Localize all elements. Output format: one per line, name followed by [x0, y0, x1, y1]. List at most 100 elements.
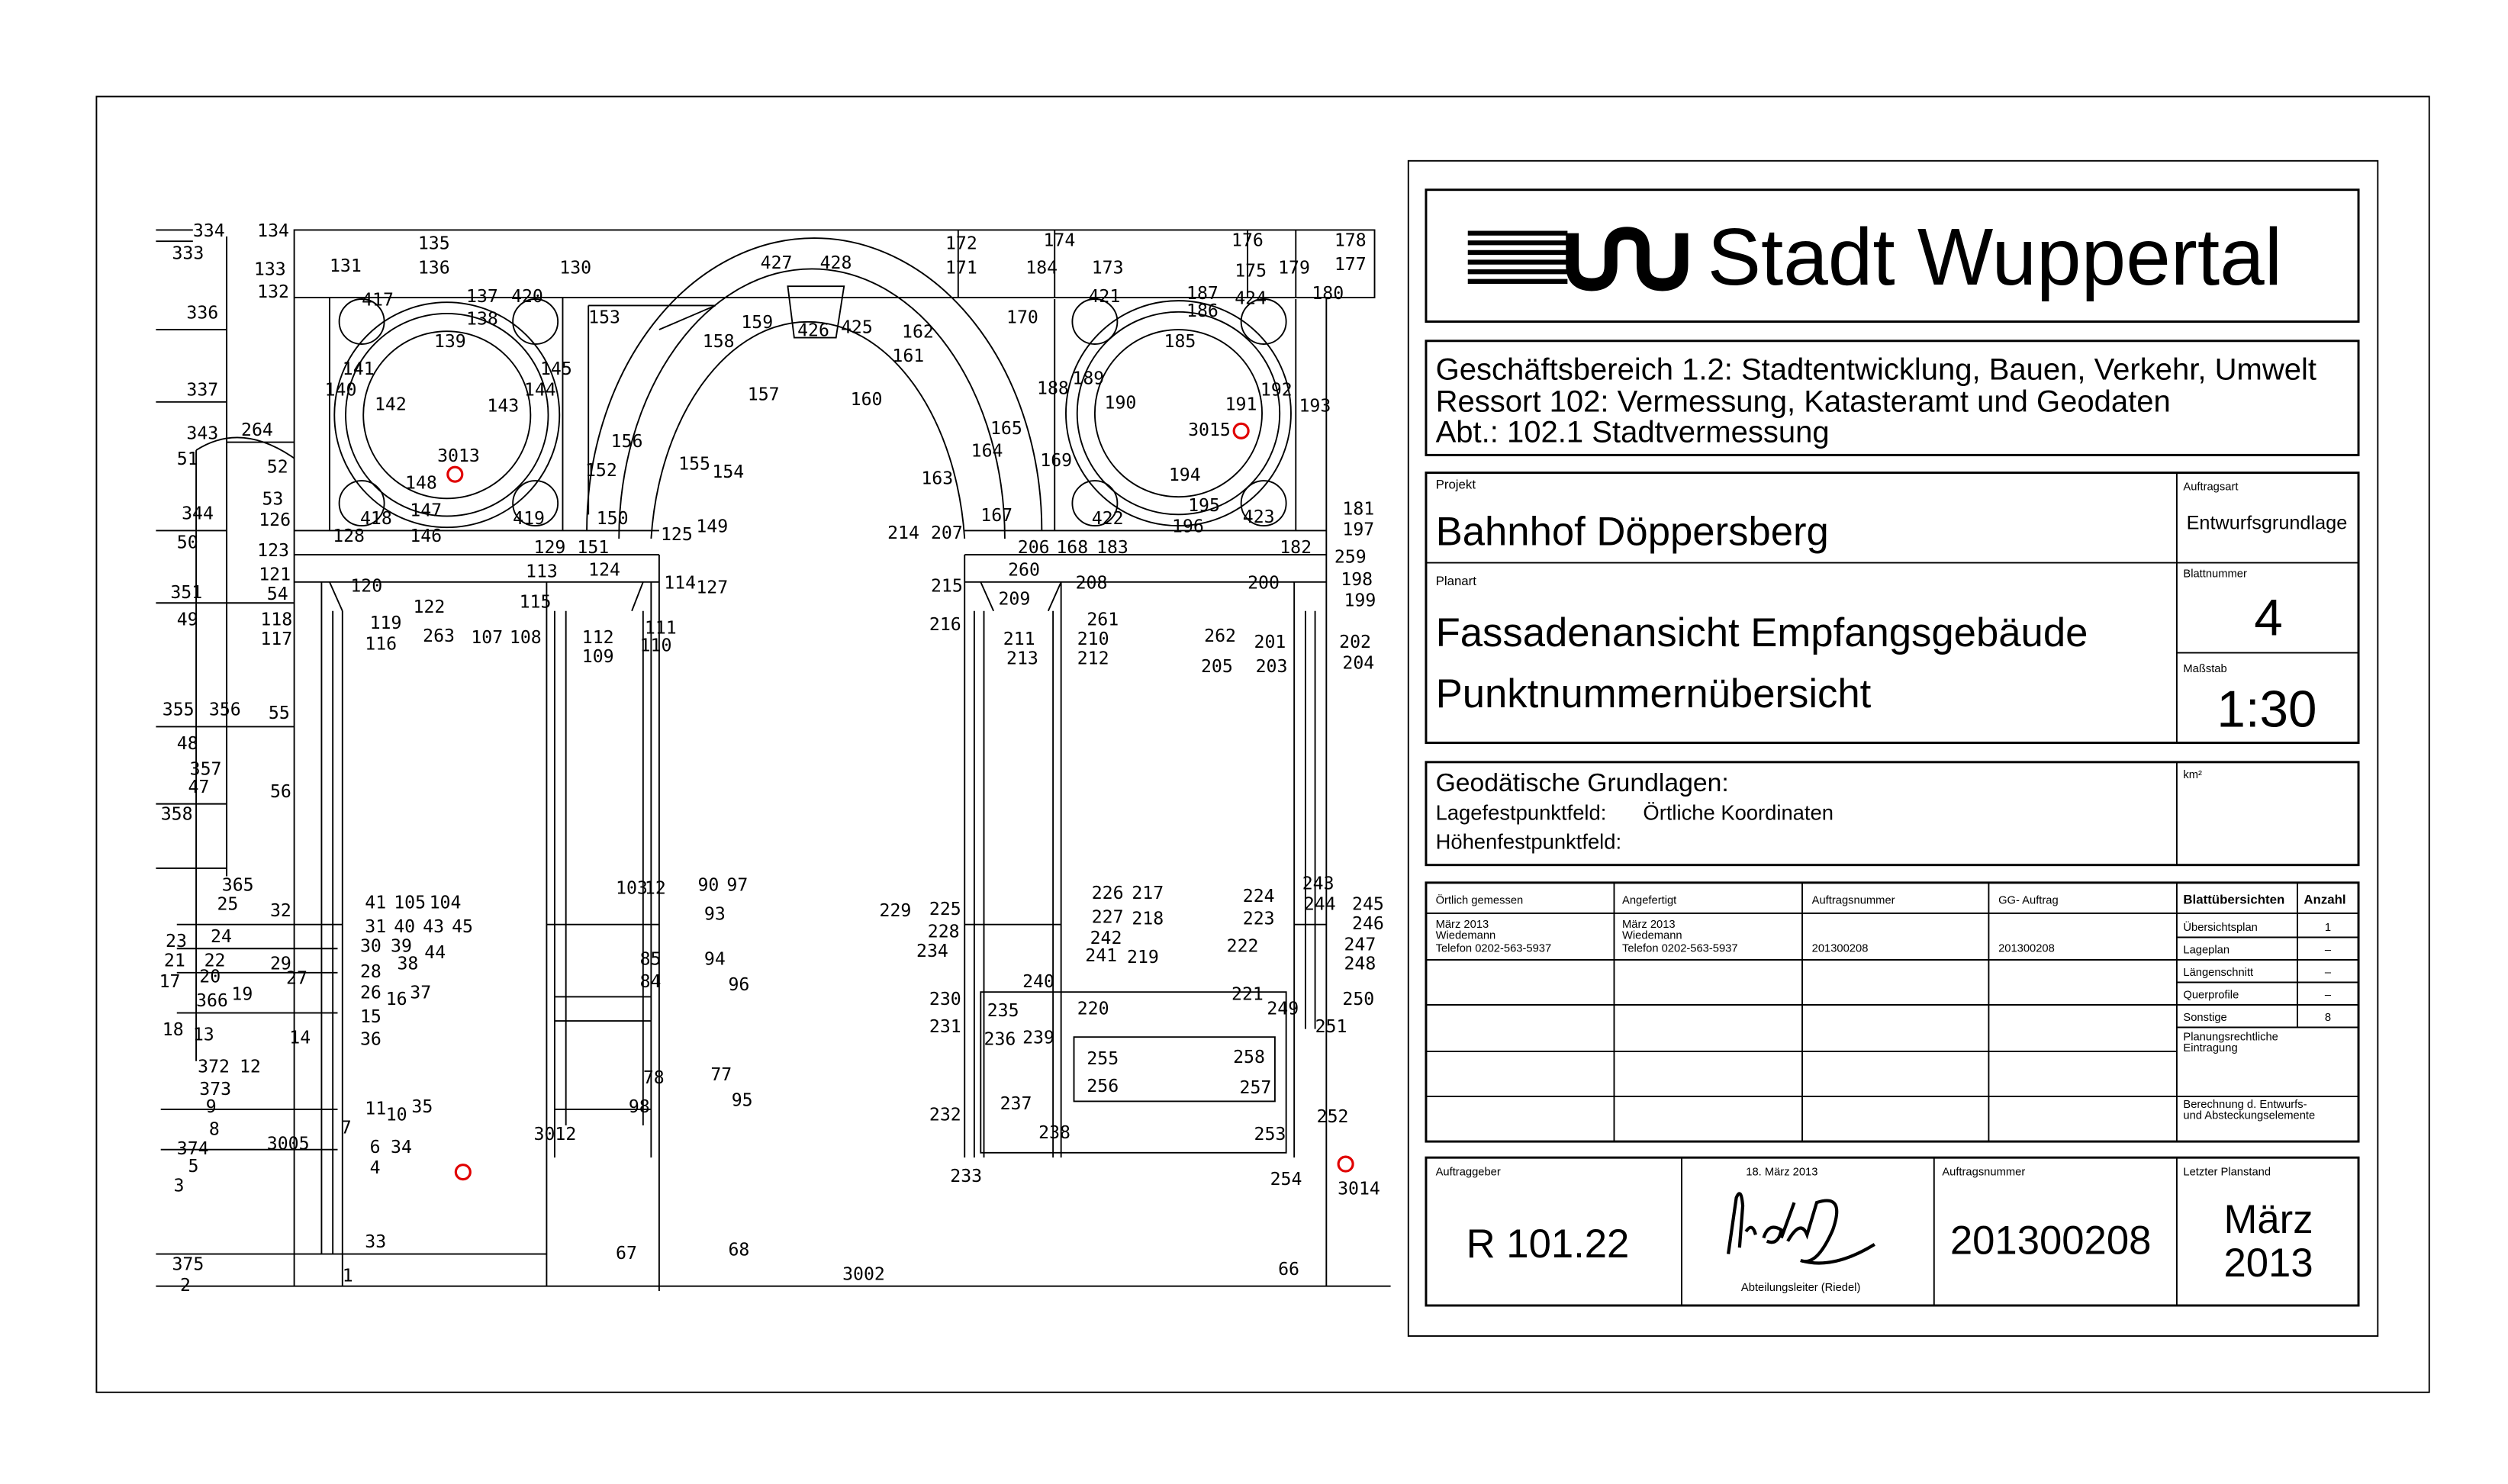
control-point-markers: [446, 422, 1354, 1181]
sheet-count: –: [2325, 967, 2332, 979]
point-number-label: 219: [1127, 947, 1159, 967]
sheet-count: –: [2325, 990, 2332, 1002]
point-number-label: 365: [222, 874, 254, 895]
point-number-label: 111: [645, 617, 677, 638]
point-number-label: 121: [259, 565, 291, 585]
point-number-label: 216: [929, 614, 961, 635]
point-number-label: 358: [161, 804, 193, 825]
point-number-label: 116: [365, 633, 397, 654]
sheet-number: 4: [2254, 589, 2283, 646]
point-number-label: 24: [211, 926, 232, 947]
point-number-label: 248: [1344, 954, 1376, 974]
point-number-label: 43: [423, 916, 444, 937]
point-number-label: 2: [180, 1275, 191, 1296]
point-number-label: 241: [1085, 945, 1117, 966]
point-number-label: 47: [188, 777, 210, 797]
point-number-label: 171: [945, 257, 977, 278]
title-block: Stadt Wuppertal Geschäftsbereich 1.2: St…: [1407, 159, 2379, 1338]
point-number-label: 229: [880, 900, 912, 921]
point-number-label: 3012: [534, 1124, 577, 1144]
point-number-label: 426: [797, 320, 829, 340]
point-number-label: 13: [193, 1024, 214, 1045]
point-number-label: 180: [1312, 283, 1344, 304]
point-number-label: 223: [1243, 909, 1275, 929]
sheet-name: Längenschnitt: [2183, 967, 2253, 979]
point-number-label: 139: [434, 331, 466, 352]
point-number-label: 161: [892, 346, 924, 366]
point-number-label: 143: [487, 396, 519, 417]
point-number-label: 213: [1006, 648, 1038, 668]
header-order-number: Auftragsnummer: [1812, 894, 1895, 906]
signature: [1726, 1192, 1875, 1265]
point-number-label: 201: [1254, 632, 1286, 652]
sheet-frame: [95, 95, 2430, 1393]
order-type-label: Auftragsart: [2183, 481, 2238, 494]
point-number-label: 149: [696, 517, 728, 537]
point-number-label: 197: [1342, 520, 1374, 540]
point-number-label: 238: [1038, 1122, 1070, 1143]
point-number-label: 10: [386, 1105, 407, 1125]
point-number-label: 141: [343, 359, 375, 379]
point-number-label: 254: [1270, 1169, 1302, 1189]
order-number-cell: 201300208: [1812, 942, 1869, 954]
point-number-label: 373: [199, 1079, 231, 1099]
point-number-label: 374: [177, 1138, 209, 1159]
point-number-label: 210: [1077, 629, 1109, 649]
planning-label-1: Planungsrechtliche: [2183, 1031, 2278, 1043]
point-number-label: 12: [645, 878, 666, 899]
point-number-label: 188: [1037, 378, 1069, 398]
point-number-label: 156: [611, 431, 643, 452]
point-number-label: 126: [259, 510, 291, 530]
last-plan-month: März: [2224, 1197, 2313, 1242]
point-number-label: 19: [231, 984, 253, 1005]
point-number-label: 185: [1164, 331, 1196, 352]
point-number-label: 344: [182, 504, 214, 524]
point-number-label: 56: [270, 781, 291, 802]
point-number-label: 247: [1344, 934, 1376, 954]
point-number-label: 264: [241, 420, 273, 440]
sheet-name: Übersichtsplan: [2183, 920, 2257, 934]
project-label: Projekt: [1436, 478, 1476, 492]
point-number-label: 375: [172, 1254, 204, 1275]
point-number-label: 97: [726, 874, 748, 895]
point-number-label: 107: [471, 627, 503, 648]
point-number-label: 85: [640, 948, 662, 969]
point-number-label: 77: [710, 1064, 732, 1085]
point-number-label: 232: [929, 1105, 961, 1125]
point-number-label: 240: [1022, 971, 1054, 992]
point-number-label: 355: [163, 700, 195, 720]
point-number-label: 3002: [842, 1263, 885, 1284]
point-number-label: 148: [405, 473, 437, 494]
point-number-label: 125: [661, 524, 693, 545]
project-name: Bahnhof Döppersberg: [1436, 509, 1829, 554]
point-number-label: 199: [1344, 590, 1376, 610]
point-number-label: 211: [1003, 629, 1035, 649]
office-line-2: Ressort 102: Vermessung, Katasteramt und…: [1436, 385, 2171, 419]
point-number-label: 343: [186, 423, 218, 443]
point-number-label: 243: [1302, 873, 1334, 893]
point-number-label: 224: [1243, 886, 1275, 906]
last-plan-label: Letzter Planstand: [2183, 1166, 2271, 1178]
point-number-label: 138: [466, 309, 498, 330]
point-number-label: 244: [1304, 894, 1336, 915]
point-number-label: 259: [1334, 547, 1367, 568]
point-number-label: 164: [971, 440, 1003, 461]
lage-value: Örtliche Koordinaten: [1643, 801, 1834, 825]
point-number-label: 112: [582, 627, 614, 648]
sheet-number-label: Blattnummer: [2183, 568, 2247, 581]
point-number-label: 357: [190, 759, 222, 780]
measured-date: März 2013: [1436, 919, 1489, 931]
header-sheets: Blattübersichten: [2183, 892, 2284, 906]
sheet-name: Sonstige: [2183, 1012, 2226, 1024]
point-number-label: 356: [209, 700, 241, 720]
last-plan-year: 2013: [2223, 1241, 2313, 1286]
point-number-label: 40: [394, 916, 415, 937]
point-number-label: 192: [1260, 379, 1293, 400]
point-number-label: 169: [1040, 450, 1072, 471]
control-point-marker: [1232, 422, 1250, 439]
point-number-label: 202: [1339, 632, 1371, 652]
point-number-label: 124: [588, 559, 620, 580]
office-line-3: Abt.: 102.1 Stadtvermessung: [1436, 416, 1830, 449]
point-number-label: 226: [1092, 883, 1124, 903]
